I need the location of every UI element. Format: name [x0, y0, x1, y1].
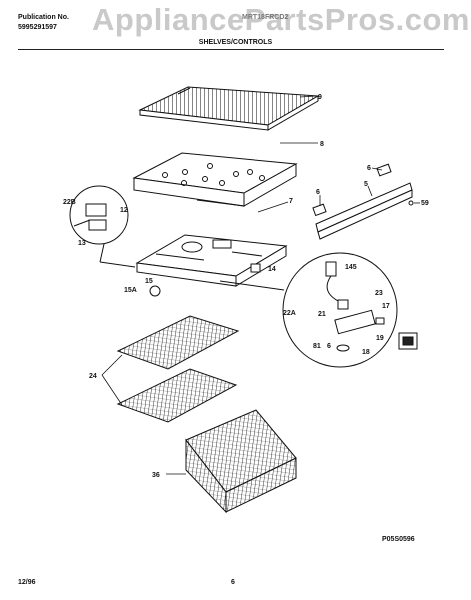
callout-145: 145: [345, 264, 357, 271]
shelf-9: [138, 86, 320, 131]
basket-36: [185, 409, 297, 514]
callout-15: 15: [145, 278, 153, 285]
callout-13: 13: [78, 240, 86, 247]
wire-shelf-24: [116, 315, 240, 423]
callout-8: 8: [320, 141, 324, 148]
callout-6-right: 6: [327, 343, 331, 350]
control-housing-7: [135, 234, 288, 287]
callout-19: 19: [376, 335, 384, 342]
footer-date: 12/96: [18, 579, 36, 586]
callout-59: 59: [421, 200, 429, 207]
publication-number: 5995291597: [18, 24, 57, 31]
small-parts-15: [149, 263, 261, 297]
callout-17: 17: [382, 303, 390, 310]
callout-14: 14: [268, 266, 276, 273]
callout-9: 9: [318, 94, 322, 101]
callout-23: 23: [375, 290, 383, 297]
detail-circle-left: [69, 185, 136, 268]
leader-7: [257, 201, 289, 213]
detail-circle-right: [219, 252, 418, 368]
crisper-cover-8: [132, 152, 298, 207]
callout-22b: 22B: [63, 199, 76, 206]
callout-24: 24: [89, 373, 97, 380]
header-rule: [18, 49, 444, 50]
watermark: AppliancePartsPros.com: [92, 2, 470, 37]
rail-leaders: [319, 167, 420, 206]
callout-12: 12: [120, 207, 128, 214]
leader-9: [299, 95, 317, 98]
callout-6-lower: 6: [316, 189, 320, 196]
callout-22a: 22A: [283, 310, 296, 317]
callout-5: 5: [364, 181, 368, 188]
model-number: MRT18FRCD2: [242, 14, 289, 21]
callout-labels: 9 8 7 6 5 6 59 22B 12 13 14 145 15 15A 2…: [63, 94, 429, 543]
callout-18: 18: [362, 349, 370, 356]
footer-page: 6: [231, 579, 235, 586]
callout-36: 36: [152, 472, 160, 479]
callout-7: 7: [289, 198, 293, 205]
callout-81: 81: [313, 343, 321, 350]
drawing-code: P05S0596: [382, 536, 415, 543]
section-title: SHELVES/CONTROLS: [198, 39, 273, 46]
callout-15a: 15A: [124, 287, 137, 294]
callout-21: 21: [318, 311, 326, 318]
publication-label: Publication No.: [18, 14, 69, 21]
leader-24: [101, 354, 123, 406]
callout-6-upper: 6: [367, 165, 371, 172]
rail-assembly: [312, 163, 414, 240]
